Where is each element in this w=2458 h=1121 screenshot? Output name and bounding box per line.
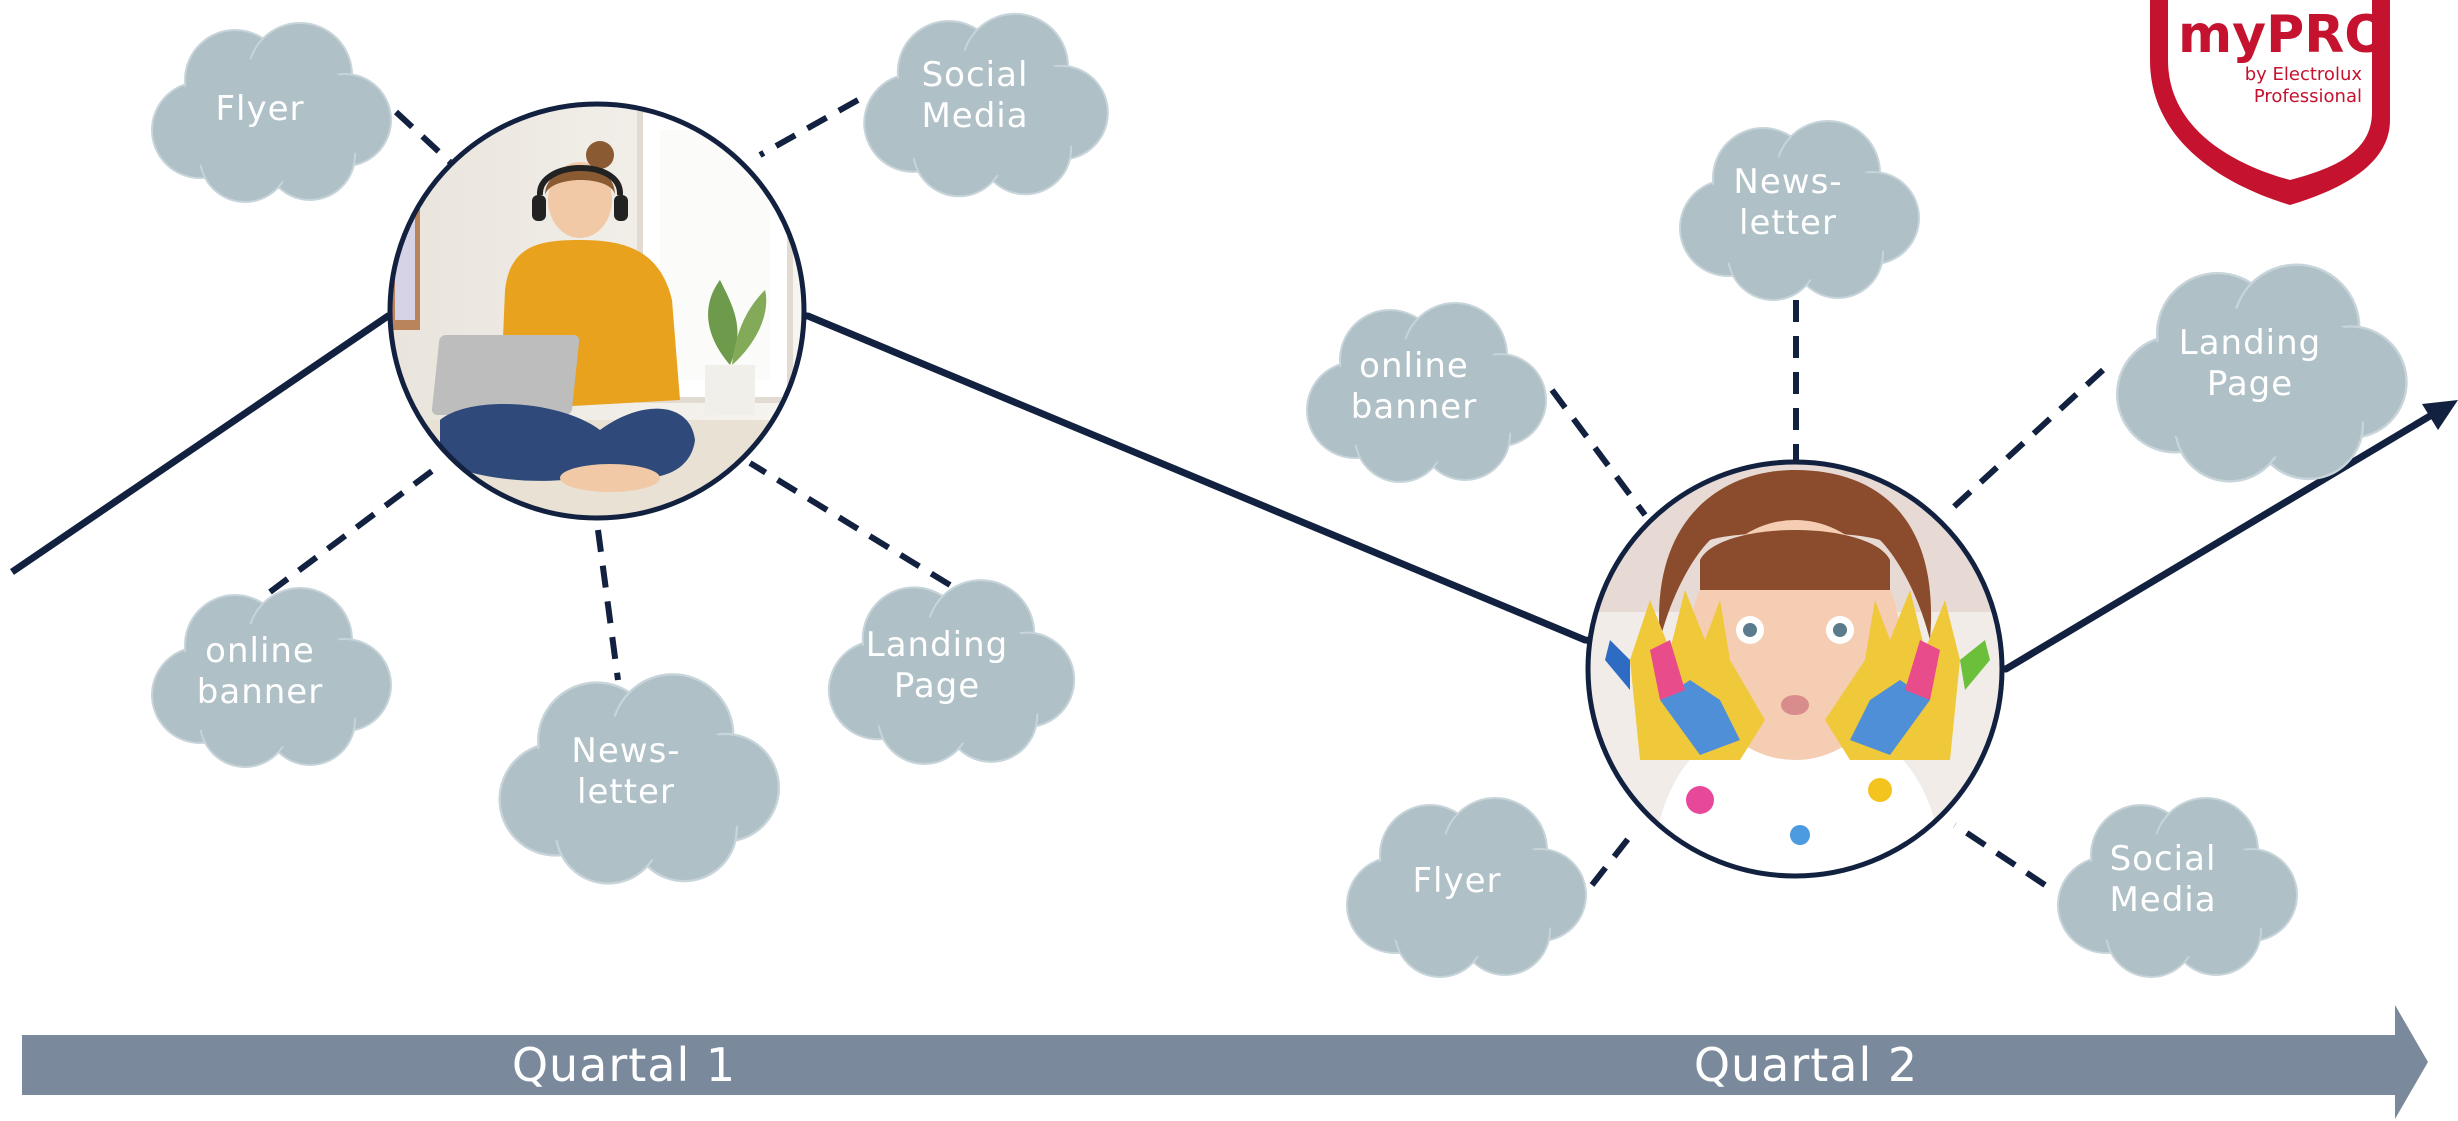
- logo-brand: myPRO: [2178, 5, 2388, 65]
- cloud-label: News-: [571, 731, 680, 771]
- cloud-online-banner-q1: online banner: [151, 587, 392, 768]
- cloud-label: letter: [1739, 203, 1837, 243]
- cloud-social-media-q1: Social Media: [863, 12, 1109, 198]
- cloud-label: News-: [1733, 162, 1842, 202]
- cloud-label: Page: [2207, 364, 2293, 404]
- logo-byline-2: Professional: [2254, 86, 2362, 107]
- cloud-label: Flyer: [1412, 861, 1501, 901]
- cloud-landing-page-q1: Landing Page: [827, 578, 1076, 766]
- journey-line: [10, 312, 2442, 673]
- cloud-newsletter-q1: News- letter: [498, 673, 781, 885]
- timeline-shape: [22, 1005, 2428, 1119]
- cloud-label: Page: [894, 666, 980, 706]
- cloud-label: banner: [197, 672, 323, 712]
- cloud-label: letter: [577, 772, 675, 812]
- cloud-social-media-q2: Social Media: [2056, 796, 2299, 979]
- hub-2-connectors: [1549, 300, 2106, 888]
- hub-2-photo: [1585, 459, 2005, 879]
- cloud-landing-page-q2: Landing Page: [2115, 263, 2408, 483]
- cloud-label: Social: [922, 55, 1029, 95]
- journey-arrowhead: [2422, 400, 2458, 430]
- cloud-label: Flyer: [215, 89, 304, 129]
- quarter-2-label: Quartal 2: [1694, 1038, 1918, 1092]
- timeline-arrow: Quartal 1 Quartal 2: [22, 1005, 2428, 1119]
- cloud-label: banner: [1351, 387, 1477, 427]
- cloud-label: Media: [2109, 880, 2216, 920]
- cloud-label: Landing: [2179, 323, 2322, 363]
- cloud-online-banner-q2: online banner: [1306, 302, 1547, 483]
- hub-1-connectors: [268, 97, 952, 681]
- logo-byline-1: by Electrolux: [2245, 64, 2363, 85]
- timeline-bar: [22, 1005, 2428, 1035]
- cloud-label: Social: [2110, 839, 2217, 879]
- hub-1-photo: [387, 101, 807, 521]
- mypro-logo: myPRO by Electrolux Professional: [2150, 0, 2390, 205]
- cloud-label: Landing: [866, 625, 1009, 665]
- cloud-label: online: [205, 631, 315, 671]
- cloud-label: online: [1359, 346, 1469, 386]
- cloud-label: Media: [921, 96, 1028, 136]
- cloud-flyer-q2: Flyer: [1346, 797, 1587, 978]
- quarter-1-label: Quartal 1: [512, 1038, 736, 1092]
- cloud-newsletter-q2: News- letter: [1679, 120, 1920, 301]
- cloud-flyer-q1: Flyer: [151, 22, 392, 203]
